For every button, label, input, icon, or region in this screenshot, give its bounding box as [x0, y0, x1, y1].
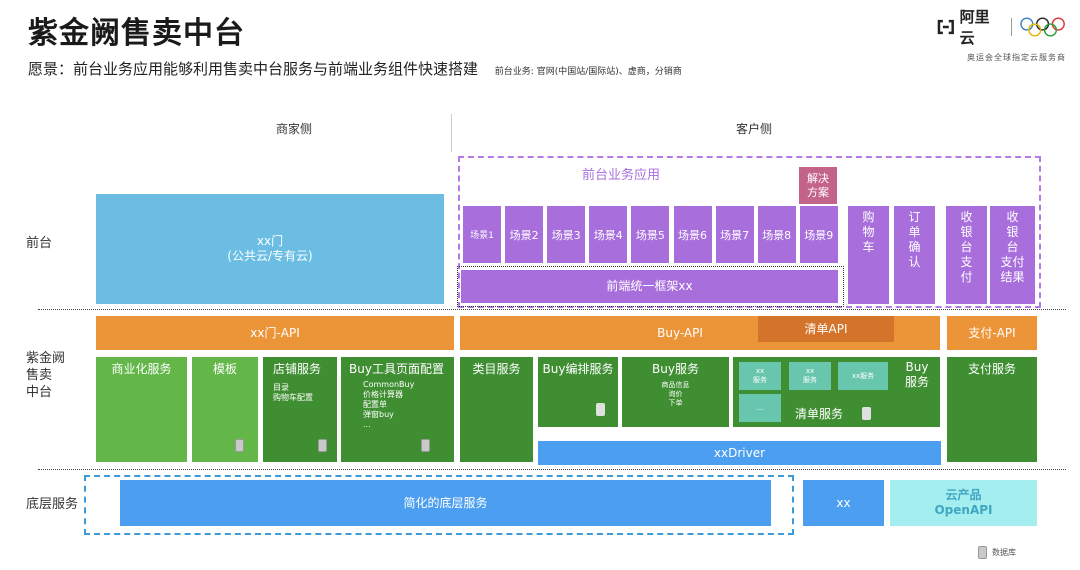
layer-label-bottom: 底层服务: [26, 497, 79, 512]
scene-box: 场景9: [799, 206, 838, 263]
cart-box: 购 物 车: [848, 206, 889, 304]
order-confirm-box: 订 单 确 认: [894, 206, 935, 304]
template-label: 模板: [212, 362, 237, 376]
xx-service-2: xx 服务: [789, 362, 831, 390]
separator-middle-bottom: [38, 469, 1066, 470]
cloud-product-openapi-box: 云产品 OpenAPI: [890, 480, 1037, 526]
customer-side-label: 客户侧: [736, 122, 773, 136]
solution-box: 解决 方案: [799, 167, 837, 204]
scene-box: 场景8: [757, 206, 796, 263]
buy-orchestrate-box: Buy编排服务: [538, 357, 618, 427]
buy-tool-config-box: Buy工具页面配置 CommonBuy 价格计算器 配置单 弹窗buy ...: [341, 357, 454, 462]
separator-front-middle: [38, 309, 1066, 310]
cashier-result-box: 收 银 台 支付 结果: [990, 206, 1035, 304]
scene-box: 场景7: [715, 206, 754, 263]
cashier-pay-box: 收 银 台 支 付: [946, 206, 987, 304]
scene-box: 场景6: [673, 206, 712, 263]
database-icon: [421, 439, 430, 452]
bottom-xx-box: xx: [803, 480, 884, 526]
xx-driver-box: xxDriver: [538, 441, 941, 465]
list-api-box: 清单API: [758, 316, 894, 342]
aliyun-logo: 阿里云 奥运会全球指定云服务商: [936, 6, 1066, 62]
buy-service-items: 商品信息 询价 下单: [661, 381, 690, 407]
database-legend-icon: [978, 546, 987, 559]
aliyun-bracket-icon: [937, 19, 954, 35]
buy-tool-config-items: CommonBuy 价格计算器 配置单 弹窗buy ...: [363, 380, 415, 429]
scene-box: 场景4: [589, 206, 628, 263]
logo-brand: 阿里云: [959, 8, 990, 47]
buy-orchestrate-label: Buy编排服务: [542, 362, 614, 376]
commercial-service-box: 商业化服务: [96, 357, 187, 462]
xx-service-3: xx服务: [838, 362, 888, 390]
simplified-service-box: 简化的底层服务: [120, 480, 771, 526]
category-service-box: 类目服务: [460, 357, 533, 462]
ellipsis-service: ...: [739, 394, 781, 422]
xx-service-1: xx 服务: [739, 362, 781, 390]
buy-service-box: Buy服务 商品信息 询价 下单: [622, 357, 729, 427]
database-legend-label: 数据库: [992, 548, 1016, 557]
framework-container: [457, 266, 844, 307]
vision-statement: 愿景：前台业务应用能够利用售卖中台服务与前端业务组件快速搭建 前台业务: 官网(…: [28, 58, 682, 79]
list-service-label: 清单服务: [795, 407, 844, 421]
buy-service-right-label: Buy 服务: [905, 360, 930, 389]
xx-api-box: xx门-API: [96, 316, 454, 350]
pay-service-box: 支付服务: [947, 357, 1037, 462]
scene-box: 场景5: [631, 206, 670, 263]
layer-label-front: 前台: [26, 236, 53, 251]
pay-api-box: 支付-API: [947, 316, 1037, 350]
vision-note: 前台业务: 官网(中国站/国际站)、虚商，分销商: [494, 67, 682, 77]
shop-service-items: 目录 购物车配置: [273, 383, 313, 402]
shop-service-label: 店铺服务: [273, 362, 322, 376]
shop-service-box: 店铺服务 目录 购物车配置: [263, 357, 337, 462]
xx-gate-box: xx门 (公共云/专有云): [96, 194, 444, 304]
front-apps-title: 前台业务应用: [582, 168, 661, 183]
merchant-side-label: 商家侧: [276, 122, 313, 136]
logo-subtitle: 奥运会全球指定云服务商: [967, 53, 1066, 62]
layer-label-middle: 紫金阙 售卖 中台: [26, 351, 66, 400]
side-divider: [451, 114, 452, 152]
buy-tool-config-label: Buy工具页面配置: [349, 362, 444, 376]
database-icon: [596, 403, 605, 416]
list-service-box: xx 服务 xx 服务 xx服务 ... 清单服务 Buy 服务: [733, 357, 940, 427]
buy-service-label: Buy服务: [652, 362, 699, 376]
scene-box: 场景3: [547, 206, 586, 263]
front-apps-container: [458, 156, 1041, 308]
olympic-rings-icon: [1020, 17, 1065, 37]
database-icon: [862, 407, 871, 420]
vision-text: 愿景：前台业务应用能够利用售卖中台服务与前端业务组件快速搭建: [28, 60, 479, 78]
bottom-services-container: [84, 475, 794, 535]
database-icon: [235, 439, 244, 452]
framework-box: 前端统一框架xx: [461, 270, 838, 303]
scene-box: 场景2: [505, 206, 544, 263]
template-box: 模板: [192, 357, 258, 462]
legend: 数据库: [978, 546, 1016, 559]
scene-box: 场景1: [463, 206, 501, 263]
page-title: 紫金阙售卖中台: [28, 16, 245, 51]
database-icon: [318, 439, 327, 452]
